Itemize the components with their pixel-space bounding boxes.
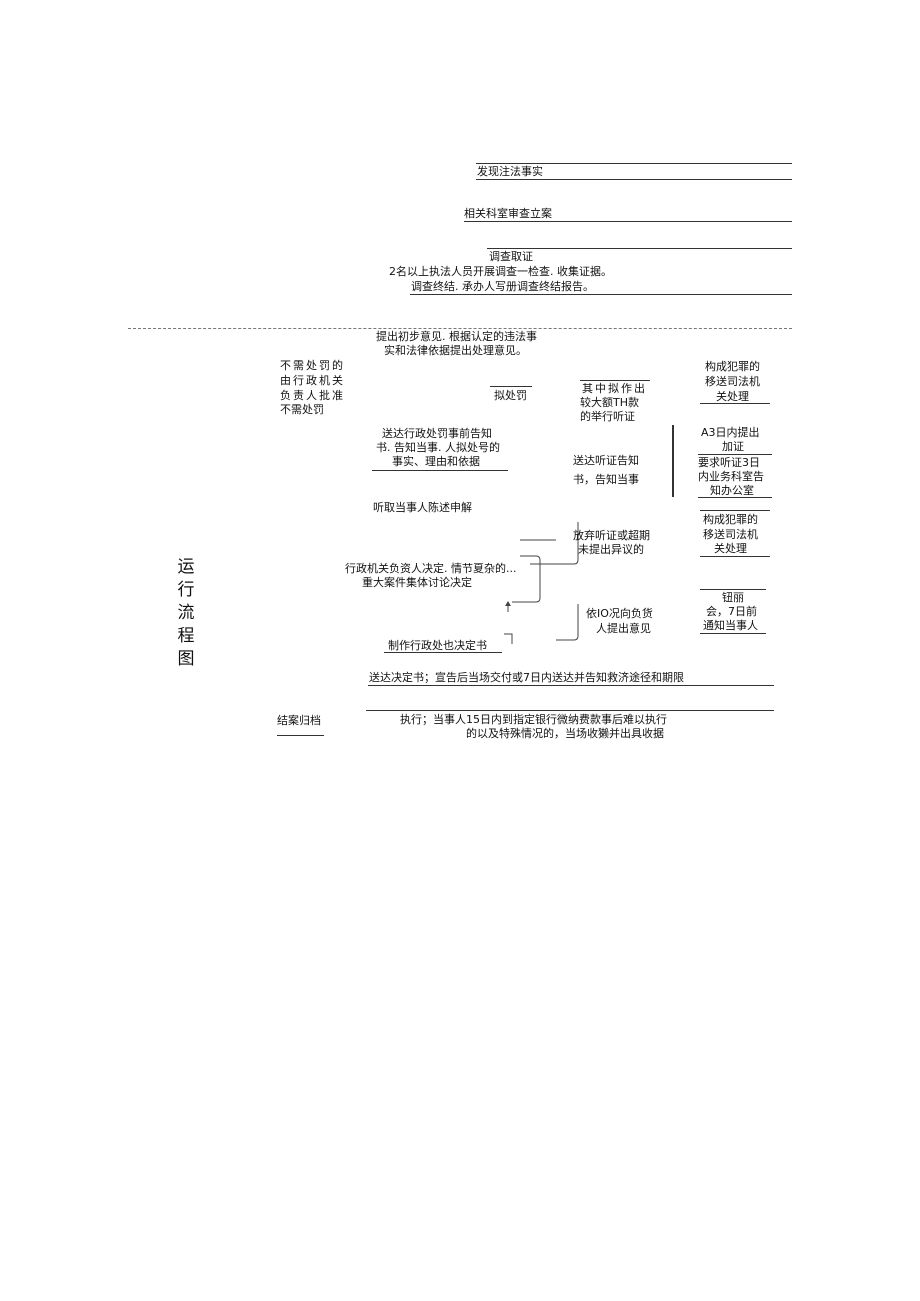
node-deliver-decision: 送达决定书；宣告后当场交付或7日内送达并告知救济途径和期限	[369, 671, 684, 684]
node-crime-b-line1: 构成犯罪的	[703, 513, 758, 526]
line-crime-a-bottom	[700, 403, 770, 404]
line-archive-bottom	[277, 735, 324, 736]
connector-bracket-waive	[530, 522, 579, 565]
node-crime-b-line2: 移送司法机	[703, 528, 758, 541]
line-hearing-vertical	[672, 425, 674, 497]
node-crime-a-line3: 关处理	[716, 390, 749, 403]
line-execute-top	[366, 710, 774, 711]
line-hearing-meeting-bottom	[700, 633, 766, 634]
line-section-divider	[128, 328, 792, 329]
node-hearing-notice-line1: 送达听证告知	[573, 454, 639, 467]
line-a3-bottom	[698, 454, 772, 455]
line-notice-bottom	[372, 470, 508, 471]
node-legal-opinion-line1: 依IO况向负货	[586, 607, 653, 620]
line-proposed-top	[490, 386, 532, 387]
node-archive: 结案归档	[277, 714, 321, 727]
node-hearing-large-line1: 其中拟作出	[582, 382, 647, 395]
line-hearing-large-top	[580, 380, 650, 381]
node-investigate: 调查取证	[489, 250, 533, 263]
node-execute-line2: 的以及特殊情况的，当场收獭并出具收据	[466, 727, 664, 740]
node-listen: 听取当事人陈述申解	[373, 501, 472, 514]
node-a3-line1: A3日内提出	[701, 426, 760, 439]
node-hearing-meeting-line1: 钮丽	[722, 591, 744, 604]
line-discover-bottom	[476, 179, 792, 180]
node-notice-line2: 书. 告知当事. 人拟处号的	[376, 441, 500, 454]
line-hearing-meeting-top	[700, 589, 766, 590]
sidebar-title-char: 运	[177, 557, 195, 577]
node-waive-line2: 未提出异议的	[578, 543, 644, 556]
node-crime-a-line2: 移送司法机	[705, 375, 760, 388]
sidebar-title-char: 流	[177, 603, 195, 623]
sidebar-title-char: 图	[177, 649, 195, 669]
node-notice-line3: 事实、理由和依据	[392, 455, 480, 468]
node-make-decision: 制作行政处也决定书	[388, 639, 487, 652]
connector-arrow-head	[505, 601, 511, 606]
node-crime-a-line1: 构成犯罪的	[705, 360, 760, 373]
connector-bracket-decision	[512, 555, 541, 603]
line-crime-b-top	[700, 510, 770, 511]
connector-small-bracket	[504, 633, 513, 644]
node-legal-opinion-line2: 人提出意见	[596, 622, 651, 635]
node-a3-line2: 加证	[722, 440, 744, 453]
node-decision-line1: 行政机关负资人决定. 情节夏杂的...	[345, 562, 517, 575]
line-register-bottom	[464, 221, 792, 222]
node-discover: 发现注法事实	[477, 165, 543, 178]
node-hearing-meeting-line2: 会，7日前	[706, 605, 757, 618]
node-decision-line2: 重大案件集体讨论决定	[362, 576, 472, 589]
node-no-penalty-line2: 由行政机关	[280, 374, 345, 387]
sidebar-title-char: 行	[177, 580, 195, 600]
node-request-hearing-line1: 要求听证3日	[698, 456, 760, 469]
node-no-penalty-line4: 不需处罚	[280, 403, 324, 416]
node-investigate-detail: 2名以上执法人员开展调查一检查. 收集证据。	[389, 265, 612, 278]
sidebar-title-char: 程	[177, 626, 195, 646]
line-crime-b-bottom	[700, 556, 770, 557]
node-hearing-large-line3: 的举行听证	[580, 410, 635, 423]
line-deliver-bottom	[368, 685, 774, 686]
node-request-hearing-line2: 内业务科室告	[698, 470, 764, 483]
line-make-decision-bottom	[384, 652, 502, 653]
line-request-bottom	[698, 497, 772, 498]
node-opinion-line2: 实和法律依据提出处理意见。	[384, 344, 527, 357]
node-hearing-meeting-line3: 通知当事人	[703, 619, 758, 632]
node-register: 相关科室审查立案	[464, 207, 552, 220]
node-proposed-penalty: 拟处罚	[494, 389, 527, 402]
node-execute-line1: 执行；当事人15日内到指定银行微纳费款事后难以执行	[400, 713, 667, 726]
sidebar-title: 运 行 流 程 图	[172, 556, 200, 671]
node-hearing-large-line2: 较大额TH款	[580, 396, 639, 409]
line-investigate-end-bottom	[410, 294, 792, 295]
node-notice-line1: 送达行政处罚事前告知	[382, 427, 492, 440]
node-no-penalty-line1: 不需处罚的	[280, 359, 345, 372]
node-waive-line1: 放弃听证或超期	[573, 529, 650, 542]
line-discover-top	[476, 163, 792, 164]
line-investigate-top	[487, 248, 792, 249]
node-hearing-notice-line2: 书，告知当事	[573, 473, 639, 486]
node-investigate-end: 调查终结. 承办人写册调查终结报告。	[411, 280, 594, 293]
node-request-hearing-line3: 知办公室	[710, 484, 754, 497]
node-opinion-line1: 提出初步意见. 根据认定的违法事	[376, 330, 537, 343]
node-crime-b-line3: 关处理	[714, 542, 747, 555]
node-no-penalty-line3: 负责人批准	[280, 389, 345, 402]
connector-bracket-legal	[556, 604, 579, 641]
